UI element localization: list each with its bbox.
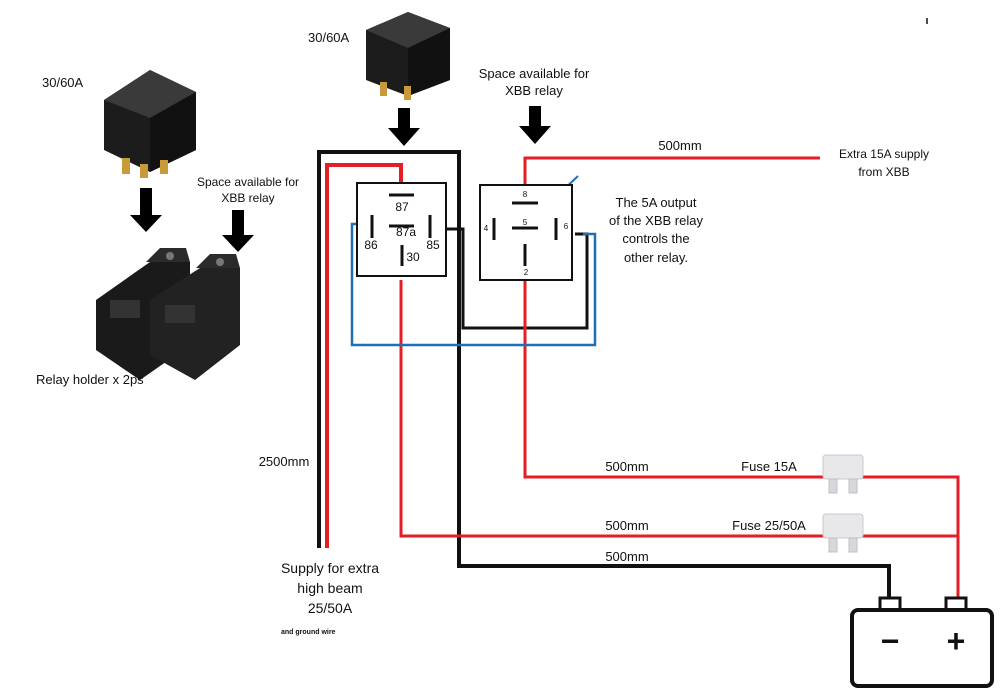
long-wire-length: 2500mm — [259, 454, 310, 469]
pin-87a-label: 87a — [396, 225, 416, 239]
extra-supply-line2: from XBB — [858, 165, 909, 179]
high-beam-supply-wire — [325, 163, 403, 548]
relay-left-image — [104, 70, 196, 178]
pin-86-label: 86 — [364, 238, 378, 252]
relay-holder-image — [96, 248, 240, 380]
fuse-15a-icon — [822, 454, 864, 494]
holder-label: Relay holder x 2ps — [36, 372, 144, 387]
relay-top-rating: 30/60A — [308, 30, 350, 45]
pin-5-label: 5 — [523, 218, 528, 227]
ground-wire — [317, 150, 891, 600]
pin-30-label: 30 — [406, 250, 420, 264]
pin-87-label: 87 — [395, 200, 409, 214]
arrow-down-icon — [130, 188, 162, 232]
space-left-line2: XBB relay — [221, 191, 274, 205]
fuse15-wire — [523, 278, 960, 536]
pin-85-label: 85 — [426, 238, 440, 252]
fuse15-label: Fuse 15A — [741, 459, 797, 474]
battery-icon — [850, 596, 994, 688]
pin-4-label: 4 — [484, 224, 489, 233]
supply-line2: high beam — [297, 580, 362, 596]
control-wire — [350, 222, 597, 347]
battery-minus-label: − — [881, 623, 900, 659]
extra-supply-length: 500mm — [658, 138, 701, 153]
fuse15-wire-length: 500mm — [605, 459, 648, 474]
space-top-line1: Space available for — [479, 66, 590, 81]
relay-left-rating: 30/60A — [42, 75, 84, 90]
arrow-down-icon — [222, 210, 254, 252]
fuse25-wire-length: 500mm — [605, 518, 648, 533]
note-line1: The 5A output — [616, 195, 697, 210]
fuse25-wire — [399, 280, 960, 600]
extra-supply-line1: Extra 15A supply — [839, 147, 929, 161]
note-line3: controls the — [622, 231, 689, 246]
space-top-line2: XBB relay — [505, 83, 563, 98]
space-left-line1: Space available for — [197, 175, 299, 189]
pin-2-label: 2 — [524, 268, 529, 277]
pin-8-label: 8 — [523, 190, 528, 199]
arrow-down-icon — [519, 106, 551, 144]
battery-plus-label: + — [947, 623, 966, 659]
arrow-down-icon — [388, 108, 420, 146]
fuse25-label: Fuse 25/50A — [732, 518, 806, 533]
note-line2: of the XBB relay — [609, 213, 703, 228]
supply-line1: Supply for extra — [281, 560, 379, 576]
ground-wire-length: 500mm — [605, 549, 648, 564]
fuse-25a-icon — [822, 513, 864, 553]
supply-line3: 25/50A — [308, 600, 353, 616]
pin-6-label: 6 — [564, 222, 569, 231]
extra-supply-wire — [523, 156, 820, 190]
relay-top-image — [366, 12, 450, 100]
supply-line4: and ground wire — [281, 629, 336, 636]
note-line4: other relay. — [624, 250, 688, 265]
